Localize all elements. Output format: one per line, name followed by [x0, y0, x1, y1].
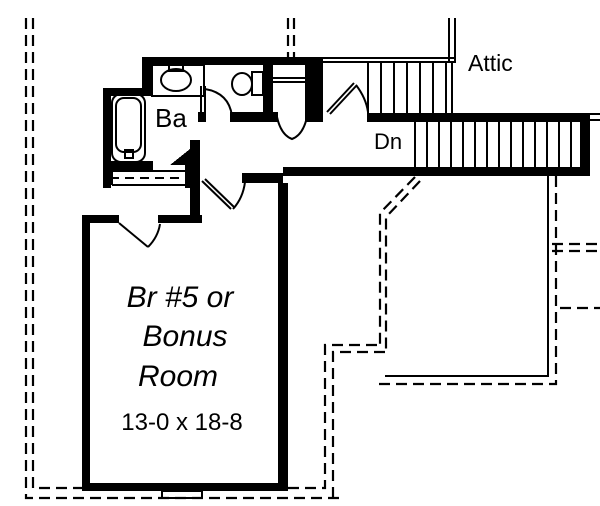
wall-bath-top: [142, 57, 323, 65]
attic-stair-treads: [367, 62, 453, 113]
attic-door: [326, 82, 369, 115]
wall-stair-upper: [367, 113, 590, 122]
wall-stair-right-end: [580, 113, 590, 176]
labels: Ba Attic Dn Br #5 or Bonus Room 13-0 x 1…: [121, 50, 512, 436]
wall-bath-step-v: [142, 57, 152, 96]
bonus-door-hall-arc: [232, 181, 246, 210]
label-bonus-line3: Room: [138, 360, 218, 393]
sink-basin: [160, 68, 192, 92]
room-below-solid-edge: [385, 176, 549, 377]
label-stairs-down: Dn: [374, 129, 402, 154]
bath-door-arc: [204, 88, 233, 117]
bonus-door-left: [118, 222, 161, 248]
wall-hall-divider: [190, 140, 200, 223]
down-stair-treads: [414, 122, 572, 167]
bath-window: [110, 170, 190, 186]
toilet-bowl: [231, 72, 253, 96]
doors: [118, 82, 369, 248]
roofline-left-outer: [24, 18, 340, 500]
wall-angled-corner: [170, 141, 200, 165]
bonus-door-hall: [201, 178, 246, 210]
bathtub: [111, 93, 146, 163]
roofline-bottom-right-inner: [288, 343, 380, 490]
bathtub-faucet: [124, 149, 134, 159]
label-bonus-line2: Bonus: [142, 320, 227, 353]
roofline-room-right: [378, 176, 558, 386]
toilet: [231, 71, 264, 96]
walls: [82, 57, 590, 491]
wall-toilet-divider: [263, 65, 273, 112]
closet-door-arcs: [276, 116, 308, 141]
wall-closet-right: [305, 57, 323, 122]
sink-faucet: [168, 64, 184, 72]
wall-bonus-top-left: [82, 215, 119, 223]
roofline-bottom-right-outer: [331, 350, 386, 498]
wall-bonus-bottom: [82, 483, 288, 491]
roofline-left-inner: [31, 18, 82, 490]
label-bathroom: Ba: [155, 103, 187, 133]
wall-under-tub: [103, 161, 153, 171]
down-stairs: [414, 113, 600, 167]
wall-bonus-top-mid: [158, 215, 202, 223]
wall-bonus-right: [278, 183, 288, 490]
toilet-tank: [251, 71, 264, 96]
wall-bonus-top-right: [242, 173, 283, 183]
roofline-room-diagonal-2: [384, 180, 421, 352]
roof-outline-dashed: [24, 18, 600, 500]
linen-closet: [273, 77, 308, 141]
attic-door-arc: [355, 84, 369, 113]
wall-bath-left: [103, 88, 111, 188]
label-bonus-line1: Br #5 or: [127, 281, 235, 314]
wall-stair-lower: [283, 167, 590, 176]
wall-bath-door-south: [230, 112, 278, 122]
roofline-room-diagonal-1: [378, 176, 416, 345]
wall-bath-step-h: [103, 88, 152, 96]
attic-stairs: [323, 18, 456, 113]
bath-door: [200, 86, 233, 118]
bonus-door-left-arc: [147, 223, 161, 248]
sink-vanity: [151, 64, 205, 97]
room-below-outline: [385, 176, 549, 377]
wall-bonus-left: [82, 215, 90, 490]
label-attic: Attic: [468, 50, 513, 76]
label-bonus-dimensions: 13-0 x 18-8: [121, 409, 242, 436]
bonus-window: [161, 483, 203, 499]
